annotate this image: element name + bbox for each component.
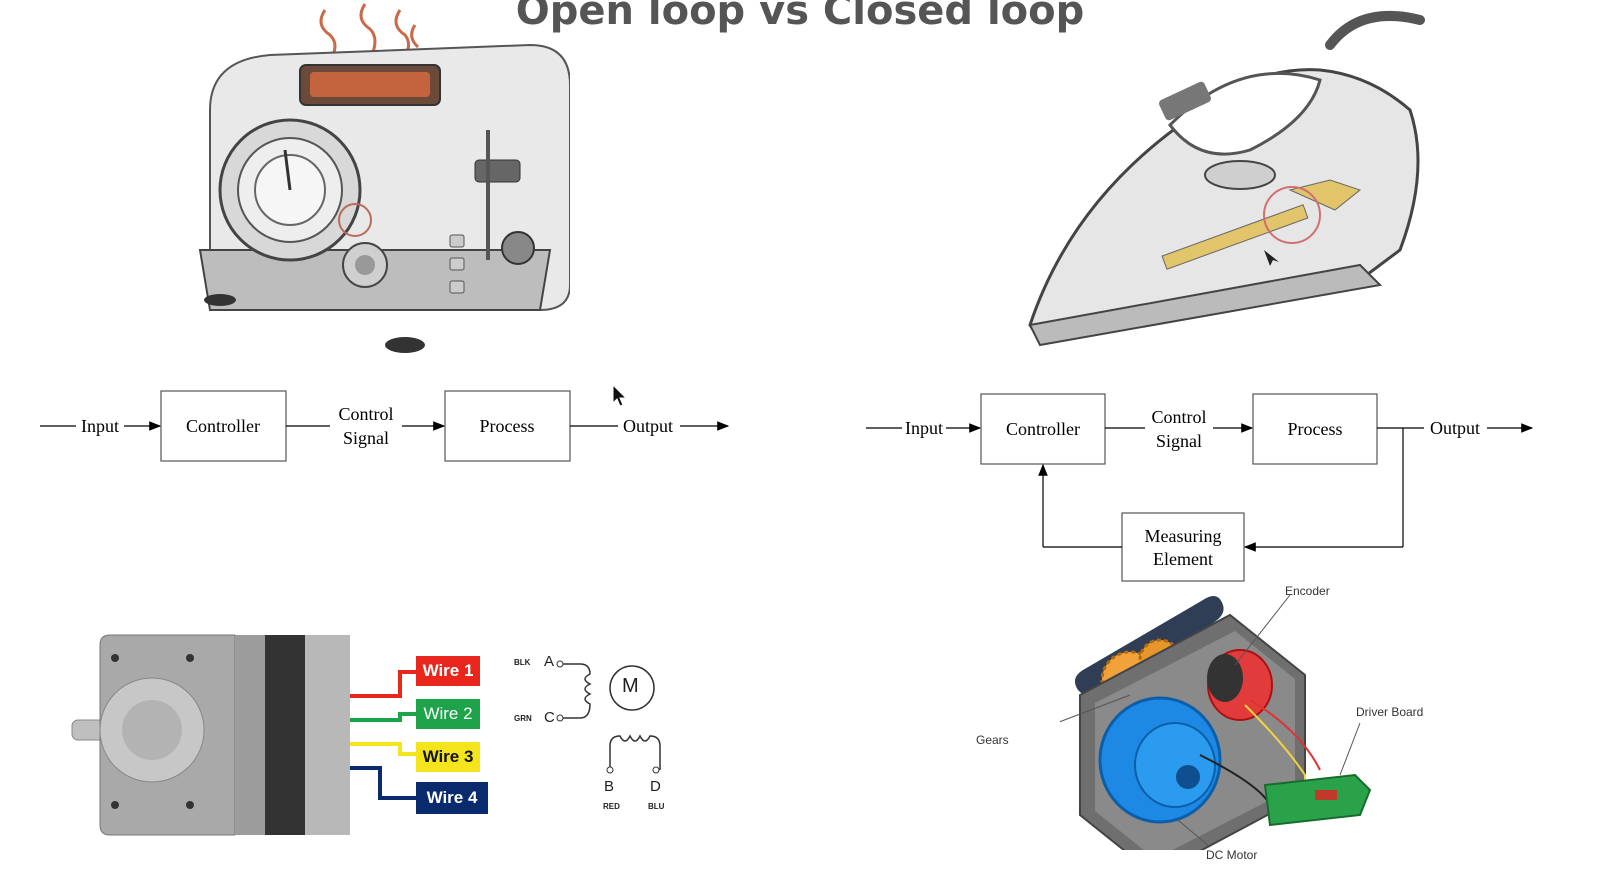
servo-illustration xyxy=(1060,594,1372,850)
wire-1-label: Wire 1 xyxy=(416,656,480,686)
schematic-d-label: D xyxy=(650,778,661,795)
driver-board-label: Driver Board xyxy=(1356,705,1424,719)
closed-loop-diagram: Input Controller Control Signal Process … xyxy=(866,393,1534,582)
schematic-b-label: B xyxy=(604,778,615,795)
open-controller-block xyxy=(160,390,287,462)
closed-process-block xyxy=(1252,393,1378,465)
gears-label: Gears xyxy=(976,733,1009,747)
schematic-c-label: C xyxy=(544,709,555,726)
stepper-motor-illustration xyxy=(71,634,661,836)
schematic-grn-label: GRN xyxy=(514,714,532,723)
closed-control-signal-line1: Control xyxy=(1151,407,1206,427)
wire-3-label: Wire 3 xyxy=(416,742,480,772)
measuring-line1: Measuring xyxy=(1145,526,1222,546)
mouse-cursor-icon xyxy=(612,384,628,407)
wire-2-label: Wire 2 xyxy=(416,699,480,729)
page-title: Open loop vs Closed loop xyxy=(515,0,1085,34)
closed-process-label: Process xyxy=(1288,419,1343,439)
open-input-label: Input xyxy=(81,416,119,436)
closed-control-signal-line2: Signal xyxy=(1156,431,1202,451)
wire-4-label: Wire 4 xyxy=(416,782,488,814)
dc-motor-label: DC Motor xyxy=(1206,848,1258,862)
schematic-motor-label: M xyxy=(622,675,639,697)
iron-illustration xyxy=(1028,10,1425,347)
schematic-blk-label: BLK xyxy=(514,658,531,667)
open-controller-label: Controller xyxy=(186,416,260,436)
closed-input-label: Input xyxy=(905,418,943,438)
schematic-a-label: A xyxy=(544,653,555,670)
encoder-label: Encoder xyxy=(1285,584,1330,598)
measuring-line2: Element xyxy=(1153,549,1213,569)
open-process-label: Process xyxy=(480,416,535,436)
open-control-signal-line1: Control xyxy=(338,404,393,424)
closed-controller-label: Controller xyxy=(1006,419,1080,439)
closed-output-label: Output xyxy=(1430,418,1480,438)
schematic-blu-label: BLU xyxy=(648,802,665,811)
open-control-signal-line2: Signal xyxy=(343,428,389,448)
toaster-illustration xyxy=(198,3,570,353)
schematic-red-label: RED xyxy=(603,802,620,811)
open-loop-diagram: Input Controller Control Signal Process … xyxy=(40,390,730,462)
open-output-label: Output xyxy=(623,416,673,436)
measuring-element-block xyxy=(1121,512,1245,582)
